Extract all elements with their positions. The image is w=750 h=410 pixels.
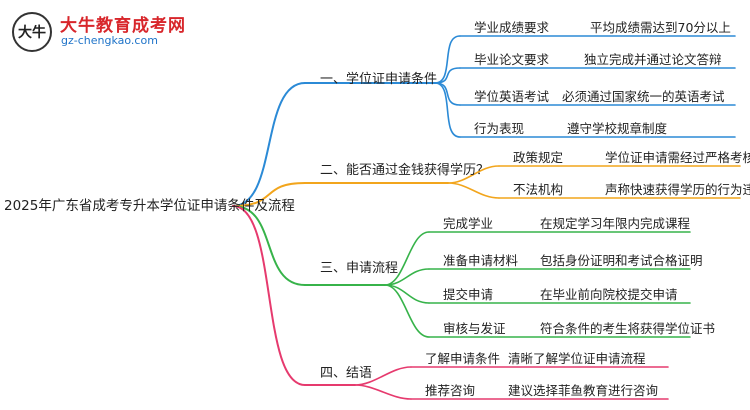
child-topic: 不法机构 bbox=[513, 182, 564, 197]
child-detail: 学位证申请需经过严格考核 bbox=[605, 150, 750, 165]
child-connector bbox=[434, 67, 461, 84]
child-connector bbox=[434, 82, 461, 106]
child-topic: 行为表现 bbox=[474, 121, 525, 136]
branch-connector bbox=[232, 205, 306, 386]
logo-url: gz-chengkao.com bbox=[61, 34, 158, 47]
branch-connector bbox=[232, 205, 306, 286]
child-topic: 提交申请 bbox=[443, 287, 494, 302]
child-detail: 独立完成并通过论文答辩 bbox=[584, 52, 722, 67]
child-detail: 遵守学校规章制度 bbox=[567, 121, 668, 136]
child-topic: 了解申请条件 bbox=[425, 351, 501, 366]
branch-label: 二、能否通过金钱获得学历？ bbox=[320, 163, 490, 178]
child-detail: 在规定学习年限内完成课程 bbox=[540, 216, 691, 231]
child-detail: 在毕业前向院校提交申请 bbox=[540, 287, 678, 302]
logo-title: 大牛教育成考网 bbox=[60, 16, 186, 36]
child-topic: 学位英语考试 bbox=[474, 89, 550, 104]
child-detail: 必须通过国家统一的英语考试 bbox=[562, 89, 725, 104]
logo-badge: 大牛 bbox=[12, 12, 52, 52]
child-topic: 推荐咨询 bbox=[425, 383, 476, 398]
child-connector bbox=[384, 284, 430, 338]
child-connector bbox=[447, 182, 500, 199]
child-topic: 准备申请材料 bbox=[443, 253, 519, 268]
branch-label: 四、结语 bbox=[320, 366, 373, 381]
child-detail: 声称快速获得学历的行为违法 bbox=[605, 182, 750, 197]
child-connector bbox=[434, 35, 461, 84]
child-detail: 建议选择菲鱼教育进行咨询 bbox=[508, 383, 659, 398]
branch-label: 三、申请流程 bbox=[320, 261, 399, 276]
child-detail: 平均成绩需达到70分以上 bbox=[590, 20, 731, 35]
child-detail: 包括身份证明和考试合格证明 bbox=[540, 253, 703, 268]
child-topic: 学业成绩要求 bbox=[474, 20, 550, 35]
child-detail: 符合条件的考生将获得学位证书 bbox=[540, 321, 716, 336]
child-topic: 审核与发证 bbox=[443, 321, 506, 336]
child-connector bbox=[354, 366, 412, 386]
branch-connector bbox=[232, 182, 306, 207]
child-topic: 完成学业 bbox=[443, 216, 494, 231]
child-connector bbox=[384, 231, 430, 286]
branch-label: 一、学位证申请条件 bbox=[320, 72, 438, 87]
child-connector bbox=[434, 82, 461, 138]
logo: 大牛 大牛教育成考网 gz-chengkao.com bbox=[6, 10, 206, 54]
branch-connector bbox=[232, 82, 306, 207]
child-topic: 毕业论文要求 bbox=[474, 52, 550, 67]
child-topic: 政策规定 bbox=[513, 150, 564, 165]
child-detail: 清晰了解学位证申请流程 bbox=[508, 351, 646, 366]
root-topic: 2025年广东省成考专升本学位证申请条件及流程 bbox=[4, 198, 295, 214]
child-connector bbox=[354, 384, 412, 400]
